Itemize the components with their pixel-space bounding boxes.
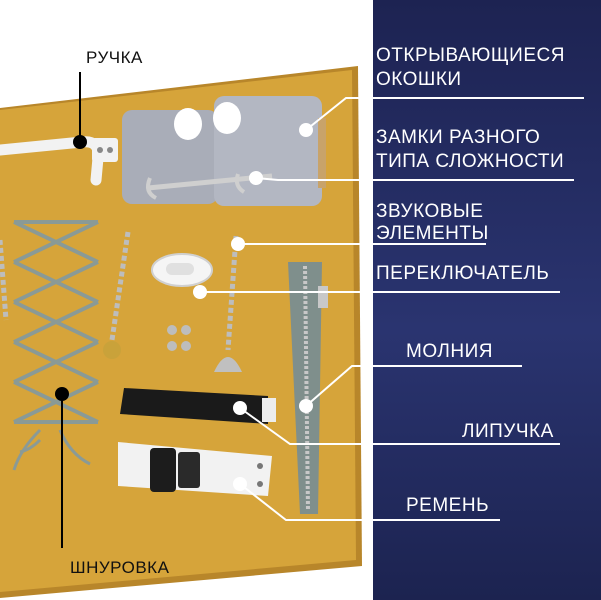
windows-pointer (305, 97, 584, 131)
strap-pointer (239, 483, 500, 521)
label-lacing: ШНУРОВКА (70, 558, 170, 577)
label-windows-line2: ОКОШКИ (376, 69, 462, 90)
switch-image (151, 253, 213, 287)
velcro-pointer (239, 407, 560, 445)
label-switch: ПЕРЕКЛЮЧАТЕЛЬ (376, 263, 550, 284)
label-locks-line2: ТИПА СЛОЖНОСТИ (376, 151, 565, 172)
velcro-image (120, 388, 276, 424)
locks-pointer (255, 177, 574, 181)
zipper-image (288, 262, 328, 514)
label-sound-line1: ЗВУКОВЫЕ (376, 201, 484, 222)
label-windows-line1: ОТКРЫВАЮЩИЕСЯ (376, 45, 565, 66)
strap-image (118, 442, 272, 496)
label-strap: РЕМЕНЬ (406, 495, 490, 516)
lacing-pointer (55, 387, 69, 548)
pointer-dots (193, 123, 313, 491)
handle-pointer (73, 72, 87, 149)
label-locks-line1: ЗАМКИ РАЗНОГО (376, 127, 541, 148)
pointer-lines (200, 97, 584, 521)
zipper-pointer (305, 365, 522, 407)
label-zipper: МОЛНИЯ (406, 341, 493, 362)
windows-doors-image (122, 96, 326, 206)
info-panel-background (373, 0, 601, 600)
label-velcro: ЛИПУЧКА (462, 421, 554, 442)
label-handle: РУЧКА (86, 48, 143, 67)
label-sound-line2: ЭЛЕМЕНТЫ (376, 223, 489, 244)
